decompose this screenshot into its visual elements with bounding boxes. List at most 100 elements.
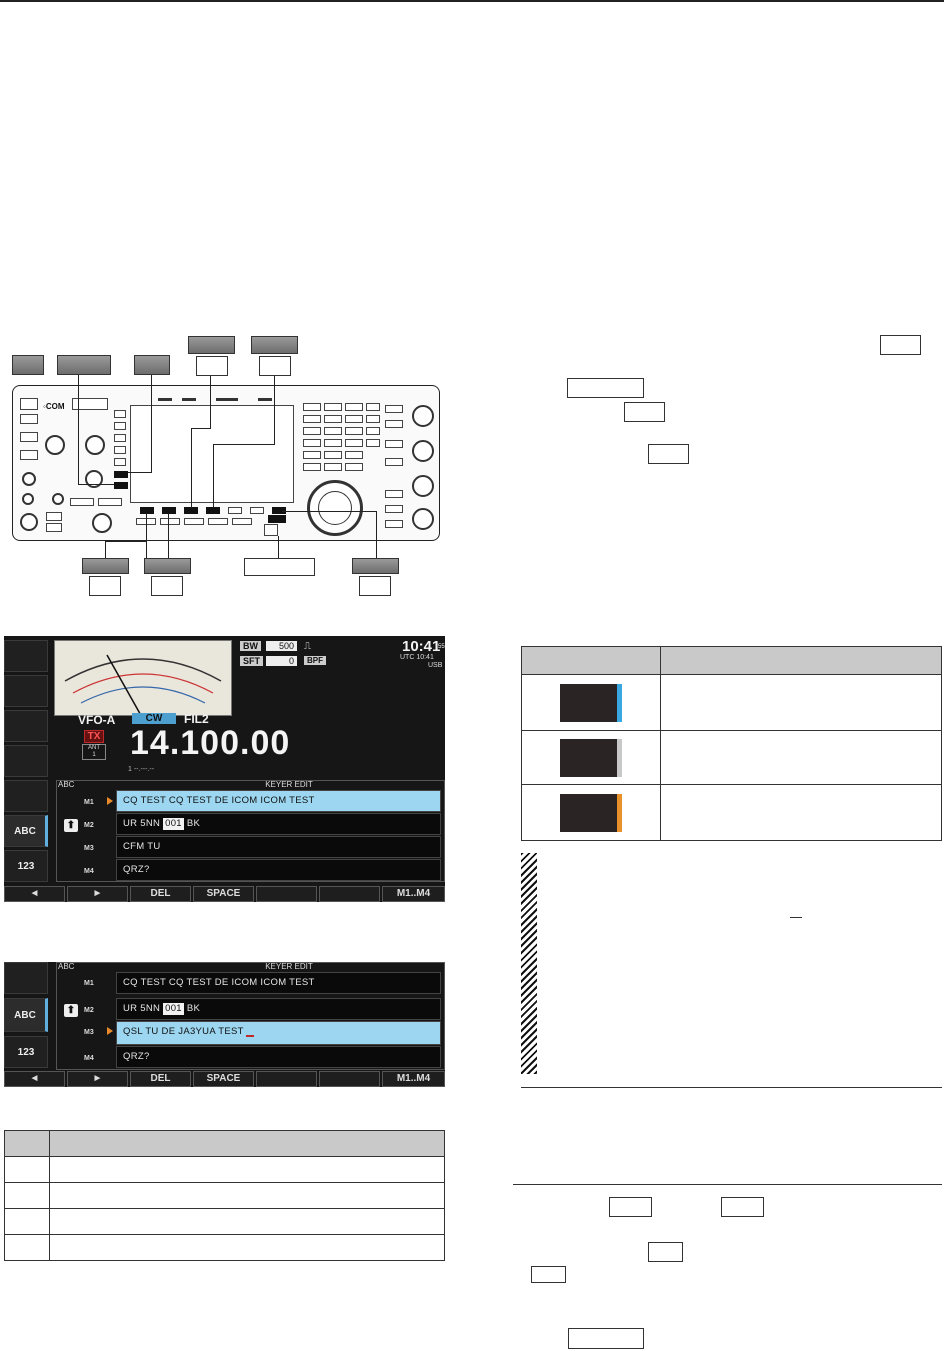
screen2-blank-key-5[interactable] (256, 1071, 317, 1087)
keyer-row-m3-text: CFM TU (123, 841, 161, 852)
callout-key-9 (352, 558, 399, 574)
f-key-3 (184, 507, 198, 514)
screen2-keyer-row-m3[interactable]: QSL TU DE JA3YUA TEST (116, 1021, 441, 1045)
screen2-cursor-left-key[interactable]: ◄ (4, 1071, 65, 1087)
leader-3v (191, 428, 192, 508)
f-key-4 (206, 507, 220, 514)
screen2-blank-key-6[interactable] (319, 1071, 380, 1087)
blank-key-6[interactable] (319, 886, 380, 902)
display-side-button-4 (114, 446, 126, 454)
del-key[interactable]: DEL (130, 886, 191, 902)
leader-4v (213, 444, 214, 508)
space-key[interactable]: SPACE (193, 886, 254, 902)
abc-key-highlight (114, 471, 128, 478)
frequency-readout: 14.100.00 (130, 724, 291, 762)
small-knob-1 (22, 472, 36, 486)
keyer-row-m2[interactable]: UR 5NN 001 BK (116, 813, 441, 835)
cursor-right-key[interactable]: ► (67, 886, 128, 902)
keypad-1 (303, 403, 321, 411)
panel-button-l2 (20, 432, 38, 442)
small-knob-2 (22, 493, 34, 505)
keyer-row-m1[interactable]: CQ TEST CQ TEST DE ICOM ICOM TEST (116, 790, 441, 812)
screen1-side-key-4[interactable] (4, 745, 48, 777)
leader-1h (128, 472, 152, 473)
keyer-row-m2-post: BK (186, 818, 201, 829)
screen2-keyer-row-m2-post: BK (186, 1003, 201, 1014)
gray-stripe (617, 738, 622, 777)
tx-badge: TX (84, 730, 104, 743)
screen2-side-key-1[interactable] (4, 962, 48, 994)
callout-box-9 (359, 576, 391, 596)
right-button-2 (385, 420, 403, 428)
ant-text: ANT (88, 745, 100, 751)
m1-m4-key[interactable]: M1..M4 (382, 886, 445, 902)
memory-label-m3: M3 (84, 845, 94, 852)
screen1-abc-key[interactable]: ABC (4, 815, 48, 847)
right-knob-4 (412, 508, 434, 530)
abc-indicator: ABC (58, 780, 75, 789)
callout-key-5 (251, 336, 298, 354)
keypad-7 (303, 427, 321, 435)
leader-8v (376, 511, 377, 558)
mic-gain-knob (85, 435, 105, 455)
screen1-123-key[interactable]: 123 (4, 850, 48, 882)
f-key-1 (140, 507, 154, 514)
indicator-chip-blue (560, 683, 622, 722)
cursor-left-key[interactable]: ◄ (4, 886, 65, 902)
display-side-button-1 (114, 410, 126, 418)
keypad-19 (366, 403, 380, 411)
sub-frequency: 1 --.---.-- (128, 766, 155, 773)
screen2-del-key[interactable]: DEL (130, 1071, 191, 1087)
keyer-row-m3[interactable]: CFM TU (116, 836, 441, 858)
right-knob-3 (412, 475, 434, 497)
table-row (4, 1182, 445, 1209)
blue-stripe (617, 683, 622, 722)
screen1-side-key-3[interactable] (4, 710, 48, 742)
screen2-keyer-row-m1[interactable]: CQ TEST CQ TEST DE ICOM ICOM TEST (116, 972, 441, 994)
ant-label: ANT 1 (82, 744, 106, 760)
table-row (4, 1234, 445, 1261)
section-divider-1 (521, 1087, 942, 1088)
leader-4h (213, 444, 275, 445)
indicator-chip-orange (560, 793, 622, 832)
screen2-m1-m4-key[interactable]: M1..M4 (382, 1071, 445, 1087)
leader-5v (105, 541, 106, 558)
exit-key-highlight (268, 515, 286, 523)
key-box-r6 (721, 1197, 764, 1217)
note-hatch-bar (521, 853, 537, 1074)
screen2-space-key[interactable]: SPACE (193, 1071, 254, 1087)
panel-button-l1 (20, 414, 38, 424)
blank-key-5[interactable] (256, 886, 317, 902)
panel-row-button-3 (184, 518, 204, 525)
screen1-side-key-5[interactable] (4, 780, 48, 812)
leader-7 (278, 536, 279, 558)
keypad-18 (345, 463, 363, 471)
screen1-side-key-1[interactable] (4, 640, 48, 672)
keyer-row-m4[interactable]: QRZ? (116, 859, 441, 881)
callout-box-6 (89, 576, 121, 596)
keypad-8 (324, 427, 342, 435)
key-box-r7 (648, 1242, 683, 1262)
phones-jack (20, 513, 38, 531)
screen2-keyer-row-m2[interactable]: UR 5NN 001 BK (116, 998, 441, 1020)
note-overline (790, 917, 802, 918)
sft-value: 0 (266, 656, 297, 666)
display-side-button-5 (114, 458, 126, 466)
screen2-keyer-row-m4[interactable]: QRZ? (116, 1046, 441, 1068)
indicator-table-header (521, 646, 942, 675)
keyer-edit-frame (56, 780, 445, 882)
screen2-123-key[interactable]: 123 (4, 1036, 48, 1068)
screen2-abc-key[interactable]: ABC (4, 998, 48, 1032)
screen2-cursor-right-key[interactable]: ► (67, 1071, 128, 1087)
key-box-r3 (624, 402, 665, 422)
panel-row-button-2 (160, 518, 180, 525)
right-button-4 (385, 458, 403, 466)
callout-key-3 (134, 355, 170, 375)
keyer-edit-title: KEYER EDIT (265, 780, 313, 789)
panel-button-l4 (46, 512, 62, 521)
screen1-side-key-2[interactable] (4, 675, 48, 707)
f-key-2 (162, 507, 176, 514)
leader-8h (282, 511, 376, 512)
memory-table-header (4, 1130, 445, 1157)
s-meter (54, 640, 232, 716)
